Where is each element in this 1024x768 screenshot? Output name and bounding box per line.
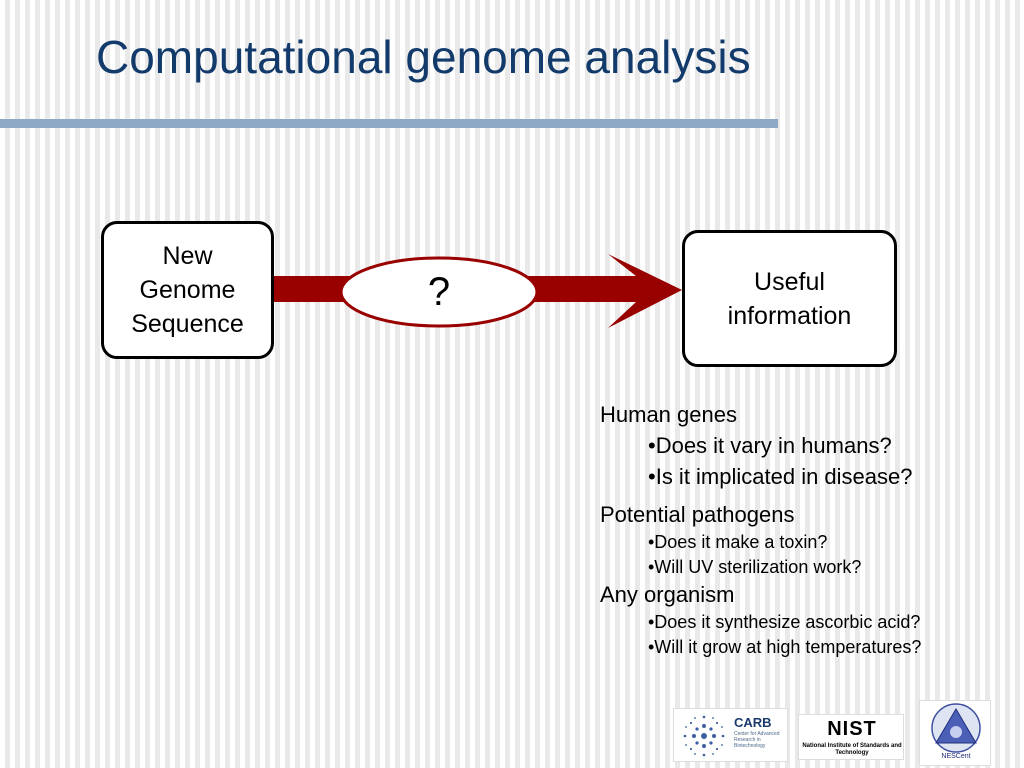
sponsor-logos: CARB Center for Advanced Research in Bio…	[673, 700, 1003, 768]
question-bullet: •Will UV sterilization work?	[648, 557, 862, 577]
nist-logo-subtitle: National Institute of Standards and Tech…	[802, 743, 902, 756]
output-box-line: Useful	[754, 267, 825, 296]
group-heading: Any organism	[600, 582, 735, 607]
input-box-line: New	[162, 242, 213, 270]
nist-logo: NIST National Institute of Standards and…	[798, 714, 904, 760]
example-group-any-organism: Any organism •Does it synthesize ascorbi…	[600, 580, 1010, 660]
question-bullet: •Does it make a toxin?	[648, 532, 828, 552]
nescent-logo-name: NESCent	[941, 753, 971, 760]
nist-logo-name: NIST	[827, 718, 877, 740]
carb-logo-subtitle: Center for Advanced Research in Biotechn…	[734, 731, 780, 749]
example-group-potential-pathogens: Potential pathogens •Does it make a toxi…	[600, 500, 1010, 580]
nescent-logo: NESCent	[919, 700, 991, 766]
title-underline	[0, 119, 778, 128]
question-bullet: •Is it implicated in disease?	[648, 464, 913, 489]
input-box-line: Sequence	[131, 310, 244, 338]
triangle-emblem-icon	[931, 703, 981, 753]
question-bullet: •Will it grow at high temperatures?	[648, 637, 922, 657]
process-ellipse	[339, 256, 539, 328]
example-group-human-genes: Human genes •Does it vary in humans? •Is…	[600, 400, 1010, 492]
group-heading: Potential pathogens	[600, 502, 795, 527]
example-questions: Human genes •Does it vary in humans? •Is…	[600, 400, 1010, 660]
question-bullet: •Does it vary in humans?	[648, 433, 892, 458]
output-box-useful-information: Useful information	[682, 230, 897, 367]
carb-logo: CARB Center for Advanced Research in Bio…	[673, 708, 788, 762]
question-bullet: •Does it synthesize ascorbic acid?	[648, 612, 921, 632]
process-question-mark: ?	[427, 269, 451, 314]
starburst-icon	[683, 715, 725, 757]
group-heading: Human genes	[600, 402, 737, 427]
slide-title: Computational genome analysis	[96, 31, 751, 83]
output-box-line: information	[727, 301, 852, 330]
input-box-new-genome-sequence: New Genome Sequence	[101, 221, 274, 359]
carb-logo-name: CARB	[734, 715, 772, 730]
input-box-line: Genome	[139, 276, 236, 304]
